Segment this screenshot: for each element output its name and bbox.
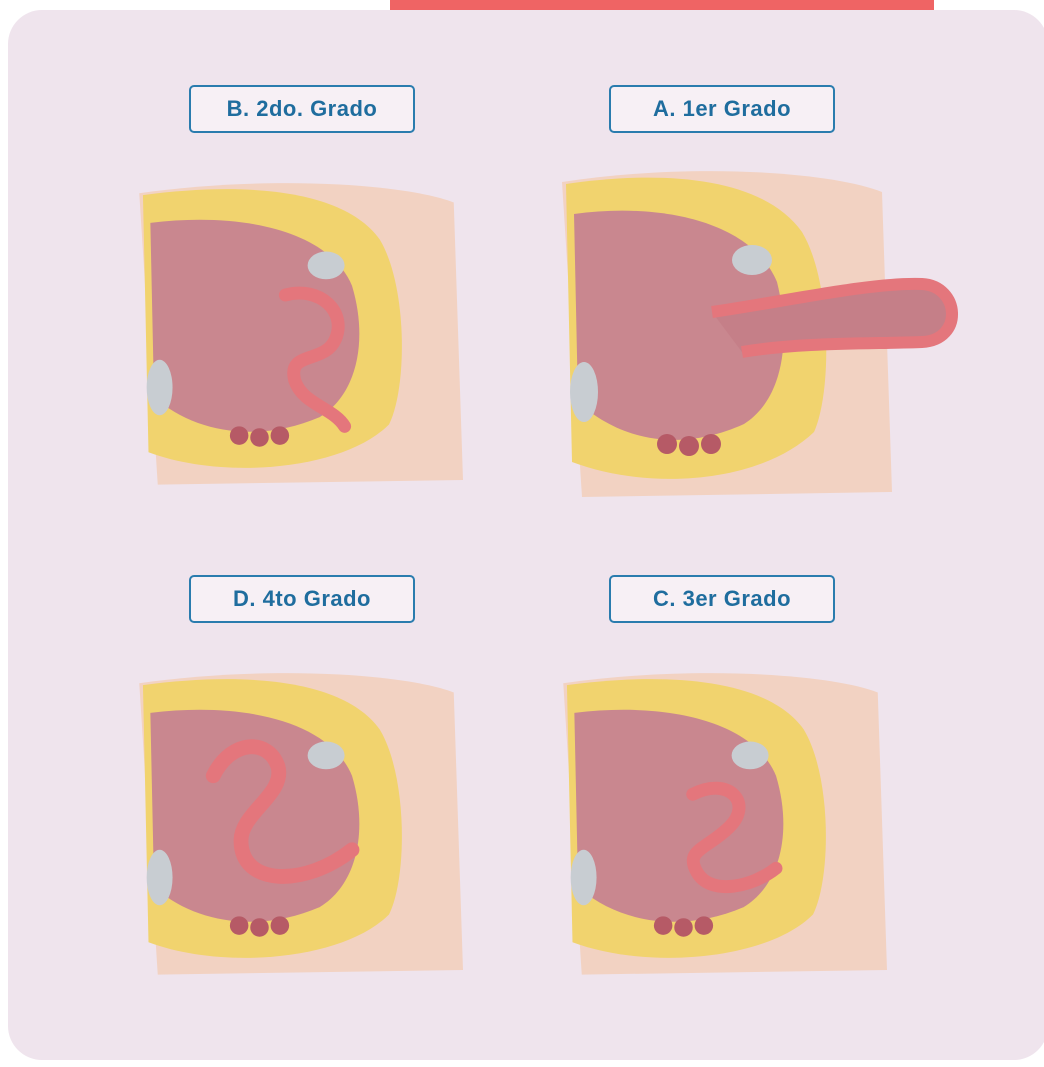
label-grade-a: A. 1er Grado [609, 85, 835, 133]
illustration-grade-1 [542, 162, 982, 502]
grades-card: B. 2do. Grado A. 1er Grado D. 4to Grado [8, 10, 1044, 1060]
illustration-grade-4 [130, 652, 500, 992]
label-grade-c: C. 3er Grado [609, 575, 835, 623]
label-grade-b: B. 2do. Grado [189, 85, 415, 133]
illustration-grade-2 [130, 162, 500, 502]
illustration-grade-3 [554, 652, 924, 992]
label-grade-d: D. 4to Grado [189, 575, 415, 623]
